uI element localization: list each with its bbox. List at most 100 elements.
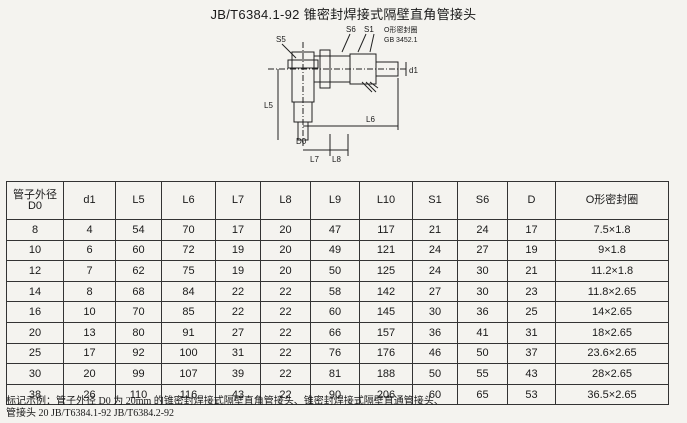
table-cell: 91 bbox=[161, 321, 216, 344]
fitting-drawing: S5 S6 S1 O形密封圈 GB 3452.1 d1 L5 L6 D0 L7 … bbox=[264, 25, 418, 164]
table-cell: 12 bbox=[6, 260, 64, 282]
column-header: S1 bbox=[412, 181, 458, 220]
table-cell: 46 bbox=[412, 342, 458, 365]
label-d1: d1 bbox=[409, 66, 418, 75]
table-cell: 22 bbox=[260, 383, 311, 406]
table-cell: 125 bbox=[359, 260, 413, 282]
table-cell: 19 bbox=[215, 239, 261, 262]
column-header: O形密封圈 bbox=[555, 181, 669, 220]
table-cell: 22 bbox=[260, 342, 311, 365]
table-cell: 17 bbox=[63, 342, 116, 365]
table-cell: 17 bbox=[215, 219, 261, 241]
table-cell: 20 bbox=[260, 260, 311, 282]
table-cell: 27 bbox=[215, 321, 261, 344]
table-cell: 30 bbox=[457, 280, 508, 303]
table-cell: 39 bbox=[215, 363, 261, 385]
table-cell: 25 bbox=[6, 342, 64, 365]
table-cell: 7 bbox=[63, 260, 116, 282]
table-cell: 50 bbox=[457, 342, 508, 365]
column-header: L7 bbox=[215, 181, 261, 220]
table-cell: 176 bbox=[359, 342, 413, 365]
table-cell: 68 bbox=[115, 280, 162, 303]
table-cell: 19 bbox=[507, 239, 556, 262]
table-cell: 23.6×2.65 bbox=[555, 342, 669, 365]
table-cell: 65 bbox=[457, 383, 508, 406]
table-cell: 4 bbox=[63, 219, 116, 241]
table-cell: 47 bbox=[310, 219, 360, 241]
table-cell: 30 bbox=[457, 260, 508, 282]
table-cell: 22 bbox=[260, 321, 311, 344]
table-cell: 11.8×2.65 bbox=[555, 280, 669, 303]
table-cell: 55 bbox=[457, 363, 508, 385]
column-header: S6 bbox=[457, 181, 508, 220]
table-cell: 80 bbox=[115, 321, 162, 344]
table-cell: 60 bbox=[310, 301, 360, 323]
table-cell: 50 bbox=[412, 363, 458, 385]
table-cell: 70 bbox=[161, 219, 216, 241]
column-header: L10 bbox=[359, 181, 413, 220]
table-cell: 22 bbox=[215, 301, 261, 323]
table-cell: 11.2×1.8 bbox=[555, 260, 669, 282]
table-cell: 50 bbox=[310, 260, 360, 282]
table-cell: 19 bbox=[215, 260, 261, 282]
label-l7: L7 bbox=[310, 155, 319, 164]
table-cell: 13 bbox=[63, 321, 116, 344]
table-cell: 27 bbox=[412, 280, 458, 303]
table-cell: 117 bbox=[359, 219, 413, 241]
table-cell: 30 bbox=[6, 363, 64, 385]
table-cell: 36 bbox=[412, 321, 458, 344]
table-cell: 6 bbox=[63, 239, 116, 262]
column-header: D bbox=[507, 181, 556, 220]
label-d0: D0 bbox=[296, 137, 307, 146]
table-cell: 75 bbox=[161, 260, 216, 282]
label-s1: S1 bbox=[364, 25, 374, 34]
note-line-1: 标记示例：管子外径 D0 为 20mm 的锥密封焊接式隔壁直角管接头、锥密封焊接… bbox=[6, 396, 444, 407]
table-cell: 90 bbox=[310, 383, 360, 406]
table-cell: 76 bbox=[310, 342, 360, 365]
label-l8: L8 bbox=[332, 155, 341, 164]
table-cell: 99 bbox=[115, 363, 162, 385]
table-cell: 22 bbox=[260, 280, 311, 303]
table-cell: 24 bbox=[412, 260, 458, 282]
table-cell: 60 bbox=[115, 239, 162, 262]
table-cell: 22 bbox=[215, 280, 261, 303]
table-cell: 10 bbox=[63, 301, 116, 323]
table-cell: 20 bbox=[260, 219, 311, 241]
table-cell: 28×2.65 bbox=[555, 363, 669, 385]
marking-example-note: 标记示例：管子外径 D0 为 20mm 的锥密封焊接式隔壁直角管接头、锥密封焊接… bbox=[6, 396, 678, 420]
table-cell: 10 bbox=[6, 239, 64, 262]
table-cell: 157 bbox=[359, 321, 413, 344]
column-header: L9 bbox=[310, 181, 360, 220]
column-header: L5 bbox=[115, 181, 162, 220]
column-header: L6 bbox=[161, 181, 216, 220]
table-cell: 70 bbox=[115, 301, 162, 323]
table-cell: 81 bbox=[310, 363, 360, 385]
table-cell: 36 bbox=[457, 301, 508, 323]
column-header: d1 bbox=[63, 181, 116, 220]
table-cell: 72 bbox=[161, 239, 216, 262]
table-cell: 24 bbox=[457, 219, 508, 241]
note-line-2: 管接头 20 JB/T6384.1-92 JB/T6384.2-92 bbox=[6, 408, 175, 419]
table-cell: 62 bbox=[115, 260, 162, 282]
label-oring: O形密封圈 bbox=[384, 25, 417, 34]
table-cell: 16 bbox=[6, 301, 64, 323]
table-cell: 8 bbox=[63, 280, 116, 303]
column-header: L8 bbox=[260, 181, 311, 220]
table-cell: 31 bbox=[215, 342, 261, 365]
table-cell: 21 bbox=[412, 219, 458, 241]
label-s6: S6 bbox=[346, 25, 356, 34]
table-cell: 43 bbox=[507, 363, 556, 385]
table-cell: 41 bbox=[457, 321, 508, 344]
table-cell: 27 bbox=[457, 239, 508, 262]
table-cell: 22 bbox=[260, 363, 311, 385]
